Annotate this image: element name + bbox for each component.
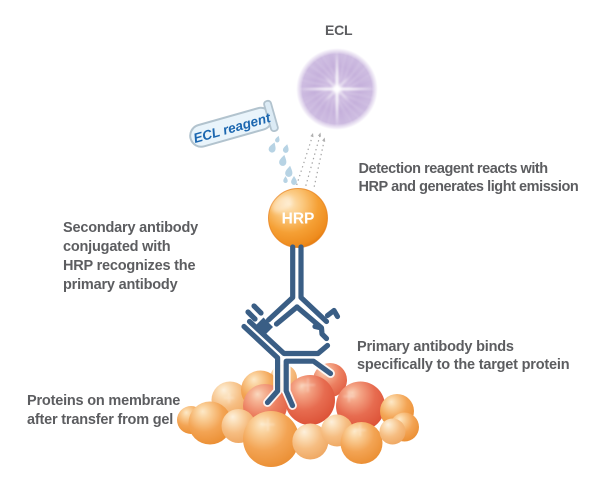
svg-text:HRP: HRP [282,211,315,228]
